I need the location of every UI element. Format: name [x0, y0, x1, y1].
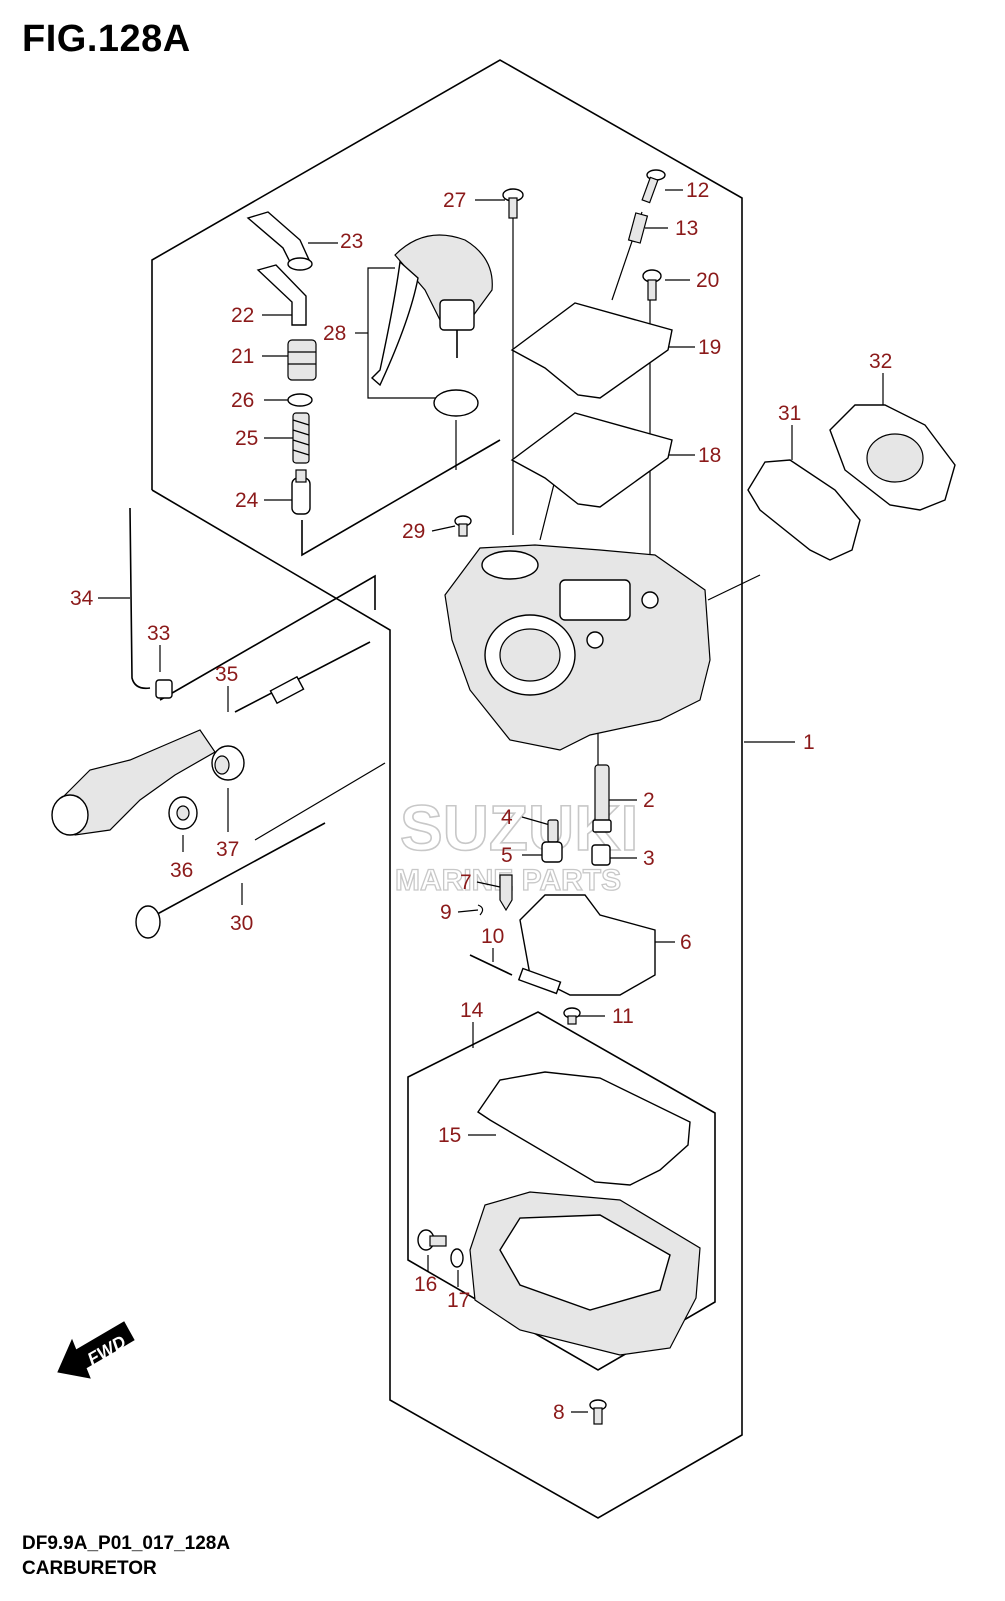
part-plug-3: [591, 844, 611, 866]
part-spring-13: [627, 212, 649, 244]
callout-21: 21: [231, 345, 254, 368]
figure-code: DF9.9A_P01_017_128A: [22, 1533, 231, 1554]
callout-37: 37: [216, 838, 239, 861]
part-bolt-30: [135, 822, 326, 939]
part-spring-25: [292, 412, 310, 464]
part-screw-12: [641, 169, 666, 204]
part-grommet-37: [211, 745, 245, 781]
callout-14: 14: [460, 999, 484, 1022]
part-main-jet-5: [541, 841, 563, 863]
callout-35: 35: [215, 663, 238, 686]
part-insulator-32: [829, 404, 956, 511]
part-main-nozzle-2: [592, 764, 612, 833]
part-screw-11: [563, 1007, 581, 1025]
callout-8: 8: [553, 1401, 565, 1424]
figure-name: CARBURETOR: [22, 1558, 157, 1579]
part-gasket-18: [510, 412, 673, 508]
callout-19: 19: [698, 336, 721, 359]
part-carburetor-body-1: [444, 544, 711, 751]
callout-2: 2: [643, 789, 655, 812]
part-clip-9: [477, 904, 484, 916]
part-rod-34: [129, 507, 151, 690]
callout-9: 9: [440, 901, 452, 924]
callout-10: 10: [481, 925, 504, 948]
part-fitting-21: [287, 339, 317, 381]
part-screw-29: [454, 515, 472, 537]
callout-1: 1: [803, 731, 815, 754]
callout-3: 3: [643, 847, 655, 870]
part-float-6: [517, 894, 656, 996]
part-hose-22: [256, 264, 307, 326]
part-drain-screw-16: [417, 1229, 447, 1251]
callout-28: 28: [323, 322, 346, 345]
part-valve-24: [291, 469, 311, 515]
callout-15: 15: [438, 1124, 461, 1147]
callout-7: 7: [460, 871, 472, 894]
callout-6: 6: [680, 931, 692, 954]
group-boundary-upper: [151, 59, 743, 1519]
part-choke-cable-35: [51, 641, 371, 836]
callout-11: 11: [612, 1005, 634, 1028]
callout-17: 17: [447, 1289, 470, 1312]
callout-4: 4: [501, 806, 513, 829]
callout-24: 24: [235, 489, 259, 512]
callout-25: 25: [235, 427, 258, 450]
part-pilot-jet-4: [547, 819, 559, 843]
part-o-ring-26: [287, 393, 313, 407]
part-needle-valve-7: [499, 874, 513, 912]
callout-30: 30: [230, 912, 253, 935]
group-boundary-bowl: [407, 1011, 716, 1371]
callout-20: 20: [696, 269, 719, 292]
callout-18: 18: [698, 444, 721, 467]
part-clip-33: [155, 679, 173, 699]
callout-23: 23: [340, 230, 363, 253]
group-boundary-cable: [159, 574, 376, 701]
callout-34: 34: [70, 587, 94, 610]
part-plate-19: [510, 302, 673, 399]
callout-12: 12: [686, 179, 709, 202]
part-screw-8: [589, 1399, 607, 1425]
part-screw-27: [502, 188, 524, 219]
callout-22: 22: [231, 304, 254, 327]
callout-33: 33: [147, 622, 170, 645]
callout-36: 36: [170, 859, 193, 882]
part-elbow-hose-23: [246, 211, 313, 271]
part-gasket-15: [477, 1071, 691, 1186]
part-solenoid-28: [370, 234, 493, 417]
part-pin-10: [469, 954, 513, 976]
part-float-bowl-14: [469, 1191, 701, 1356]
callout-5: 5: [501, 844, 513, 867]
callout-27: 27: [443, 189, 466, 212]
part-gasket-31: [747, 459, 861, 561]
part-o-ring-17: [450, 1248, 464, 1268]
callout-31: 31: [778, 402, 801, 425]
callout-29: 29: [402, 520, 425, 543]
part-screw-20: [642, 269, 662, 301]
callout-32: 32: [869, 350, 892, 373]
part-nut-36: [168, 796, 198, 830]
callout-13: 13: [675, 217, 698, 240]
callout-labels: 1 2 3 4 5 6 7 8 9 10 11 12 13 14 15 16 1…: [70, 179, 892, 1424]
callout-16: 16: [414, 1273, 437, 1296]
figure-title: FIG.128A: [22, 18, 191, 60]
fwd-arrow-icon: FWD: [57, 1321, 135, 1379]
callout-26: 26: [231, 389, 254, 412]
